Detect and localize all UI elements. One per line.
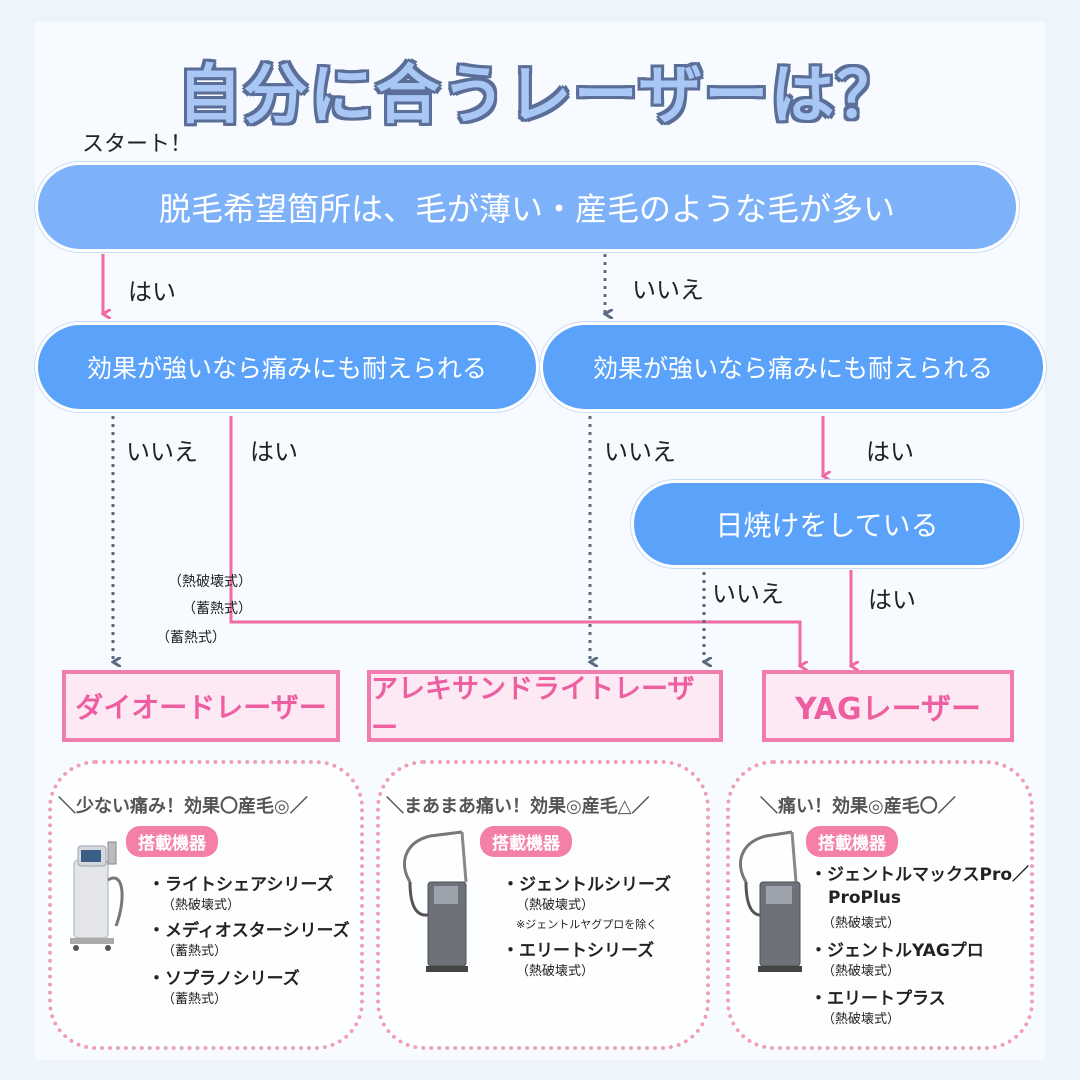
- question-2-left: 効果が強いなら痛みにも耐えられる: [35, 322, 539, 412]
- info-card-alex-head: ＼まあまあ痛い！効果◎産毛△／: [386, 796, 650, 817]
- q1-yes-label: はい: [128, 278, 176, 306]
- q3-no-label: いいえ: [712, 580, 784, 608]
- diode-item-2-sub: （蓄熱式）: [162, 944, 228, 959]
- yag-item-1-line2: ProPlus: [828, 888, 902, 908]
- info-card-alex-tag: 搭載機器: [480, 826, 572, 857]
- laser-machine-image: [70, 841, 124, 951]
- result-alexandrite-laser: アレキサンドライトレーザー: [367, 670, 723, 744]
- yag-item-3: ・エリートプラス: [810, 989, 946, 1009]
- result-yag-laser: YAGレーザー: [762, 670, 1014, 742]
- yag-item-2: ・ジェントルYAGプロ: [810, 941, 984, 961]
- alex-item-1-sub: （熱破壊式）: [516, 898, 595, 913]
- diode-item-1-sub: （熱破壊式）: [162, 898, 241, 913]
- result-diode-laser: ダイオードレーザー: [62, 670, 340, 742]
- diode-item-3-sub: （蓄熱式）: [162, 992, 228, 1007]
- diode-item-3: ・ソプラノシリーズ: [148, 969, 300, 989]
- laser-machine-image: [739, 830, 802, 972]
- note-3: （蓄熱式）: [156, 630, 226, 646]
- alex-item-1-note: ※ジェントルヤグプロを除く: [516, 918, 658, 931]
- q3-yes-label: はい: [868, 586, 916, 614]
- result-diode-label: ダイオードレーザー: [75, 691, 327, 724]
- q2-left-no-label: いいえ: [126, 438, 198, 466]
- info-card-yag-head: ＼痛い！効果◎産毛〇／: [760, 796, 956, 817]
- info-card-diode-head: ＼少ない痛み！効果〇産毛◎／: [58, 796, 308, 817]
- note-1: （熱破壊式）: [168, 574, 252, 590]
- diode-item-2: ・メディオスターシリーズ: [148, 921, 350, 941]
- question-3-text: 日焼けをしている: [715, 509, 939, 542]
- laser-machine-image: [403, 830, 468, 972]
- yag-item-3-sub: （熱破壊式）: [822, 1012, 901, 1027]
- yag-item-2-sub: （熱破壊式）: [822, 964, 901, 979]
- question-1-text: 脱毛希望箇所は、毛が薄い・産毛のような毛が多い: [158, 190, 895, 228]
- info-card-yag-tag: 搭載機器: [806, 826, 898, 857]
- page-title: 自分に合うレーザーは？: [177, 59, 903, 133]
- question-3: 日焼けをしている: [631, 480, 1023, 568]
- result-yag-label: YAGレーザー: [794, 692, 982, 727]
- yag-item-1-sub: （熱破壊式）: [822, 916, 901, 931]
- question-2-right-text: 効果が強いなら痛みにも耐えられる: [592, 354, 993, 383]
- arrow-left-yes: [229, 416, 800, 666]
- question-2-right: 効果が強いなら痛みにも耐えられる: [540, 322, 1046, 412]
- note-2: （蓄熱式）: [182, 601, 252, 617]
- question-1: 脱毛希望箇所は、毛が薄い・産毛のような毛が多い: [35, 162, 1019, 252]
- yag-item-1: ・ジェントルマックスPro／: [810, 865, 1030, 885]
- q1-no-label: いいえ: [632, 276, 704, 304]
- alex-item-1: ・ジェントルシリーズ: [502, 875, 672, 895]
- alex-item-2-sub: （熱破壊式）: [516, 964, 595, 979]
- question-2-left-text: 効果が強いなら痛みにも耐えられる: [86, 354, 487, 383]
- q2-left-yes-label: はい: [250, 438, 298, 466]
- diode-item-1: ・ライトシェアシリーズ: [148, 875, 334, 895]
- alex-item-2: ・エリートシリーズ: [502, 941, 655, 961]
- result-alex-label: アレキサンドライトレーザー: [371, 674, 695, 744]
- q2-right-no-label: いいえ: [604, 438, 676, 466]
- info-card-diode-tag: 搭載機器: [126, 826, 218, 857]
- start-label: スタート！: [82, 132, 193, 157]
- q2-right-yes-label: はい: [866, 438, 914, 466]
